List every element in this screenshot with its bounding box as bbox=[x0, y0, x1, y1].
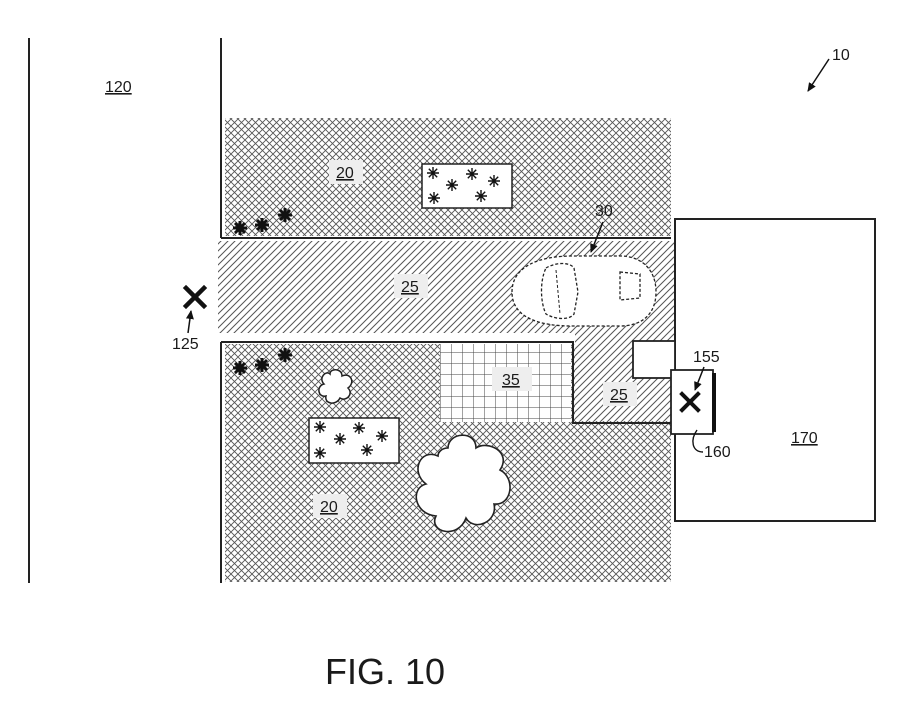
vehicle-label: 30 bbox=[595, 203, 613, 220]
figure-caption: FIG. 10 bbox=[325, 651, 445, 692]
patio-label: 35 bbox=[502, 372, 520, 389]
arrow-icon bbox=[807, 58, 830, 92]
system-label: 10 bbox=[832, 47, 850, 64]
house-label: 170 bbox=[791, 430, 818, 447]
bush-icon bbox=[318, 369, 353, 404]
upper-lawn-label: 20 bbox=[336, 165, 354, 182]
arrow-icon bbox=[185, 310, 194, 334]
leader-line bbox=[692, 429, 704, 453]
walkway-label: 25 bbox=[610, 387, 628, 404]
x-mark-icon bbox=[679, 391, 701, 413]
arrow-icon bbox=[694, 366, 705, 391]
car-icon bbox=[511, 255, 657, 327]
driveway-label: 25 bbox=[401, 279, 419, 296]
arrow-icon bbox=[590, 221, 604, 253]
tree-icon bbox=[415, 434, 511, 533]
lower-lawn-label: 20 bbox=[320, 499, 338, 516]
x-mark-icon bbox=[182, 284, 208, 310]
front-step bbox=[632, 340, 676, 379]
flower-bed-lower bbox=[308, 417, 400, 464]
door-label: 160 bbox=[704, 444, 731, 461]
door-point-label: 155 bbox=[693, 349, 720, 366]
target-point-label: 125 bbox=[172, 336, 199, 353]
lower-lawn-edge bbox=[221, 341, 671, 424]
street-label: 120 bbox=[105, 79, 132, 96]
